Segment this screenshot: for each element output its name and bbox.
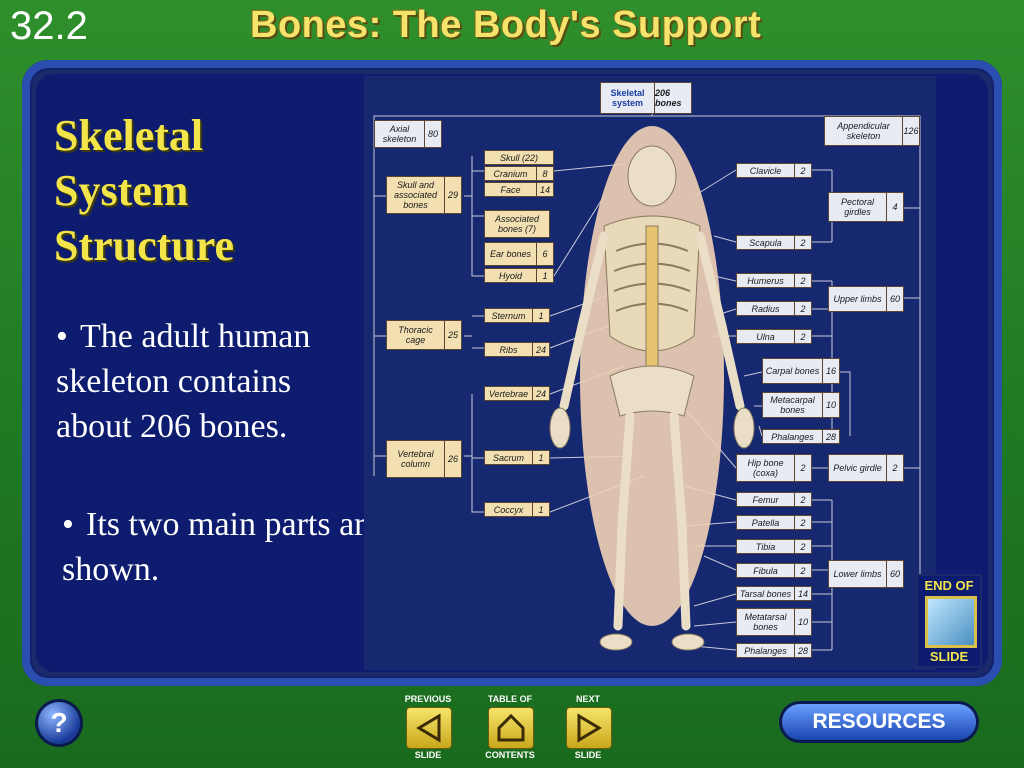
previous-slide-button[interactable]: PREVIOUS SLIDE [398, 694, 458, 760]
heading-line: Structure [54, 221, 235, 270]
diagram-connectors [373, 102, 921, 651]
bone-item-box: Skull (22) [484, 150, 554, 165]
bullet-item: •Its two main parts are shown. [62, 502, 392, 592]
bullet-text: The adult human skeleton contains about … [56, 318, 311, 445]
end-of-slide-label-top: END OF [924, 578, 974, 593]
bone-item-box: Associated bones (7) [484, 210, 550, 238]
previous-label: PREVIOUS [404, 694, 452, 704]
end-of-slide-icon [925, 596, 977, 648]
previous-sublabel: SLIDE [414, 750, 442, 760]
next-label: NEXT [575, 694, 600, 704]
axial-skeleton-box: Axial skeleton 80 [374, 120, 442, 148]
next-sublabel: SLIDE [574, 750, 602, 760]
end-of-slide-label-bottom: SLIDE [929, 649, 969, 664]
skeleton-figure [549, 126, 755, 651]
table-of-contents-button[interactable]: TABLE OF CONTENTS [480, 694, 540, 760]
slide-heading: Skeletal System Structure [54, 108, 234, 273]
previous-arrow-icon [406, 707, 452, 749]
bone-item-box: Hip bone (coxa)2 [736, 454, 812, 482]
next-arrow-icon [566, 707, 612, 749]
bullet-text: Its two main parts are shown. [62, 506, 381, 588]
help-button[interactable]: ? [38, 702, 80, 744]
contents-label: TABLE OF [487, 694, 533, 704]
skeleton-diagram: Skeletal system 206 bones Axial skeleton… [364, 76, 936, 670]
end-of-slide-button[interactable]: END OF SLIDE [916, 574, 982, 668]
bullet-dot: • [56, 318, 68, 355]
page-title: Bones: The Body's Support [250, 4, 762, 46]
bullet-item: •The adult human skeleton contains about… [56, 314, 366, 449]
heading-line: System [54, 166, 189, 215]
contents-sublabel: CONTENTS [485, 750, 535, 760]
skeletal-system-box: Skeletal system 206 bones [600, 82, 692, 114]
appendicular-skeleton-box: Appendicular skeleton 126 [824, 116, 920, 146]
home-icon [488, 707, 534, 749]
resources-button[interactable]: RESOURCES [782, 704, 976, 740]
next-slide-button[interactable]: NEXT SLIDE [558, 694, 618, 760]
section-number: 32.2 [10, 4, 88, 48]
bullet-dot: • [62, 506, 74, 543]
heading-line: Skeletal [54, 111, 204, 160]
